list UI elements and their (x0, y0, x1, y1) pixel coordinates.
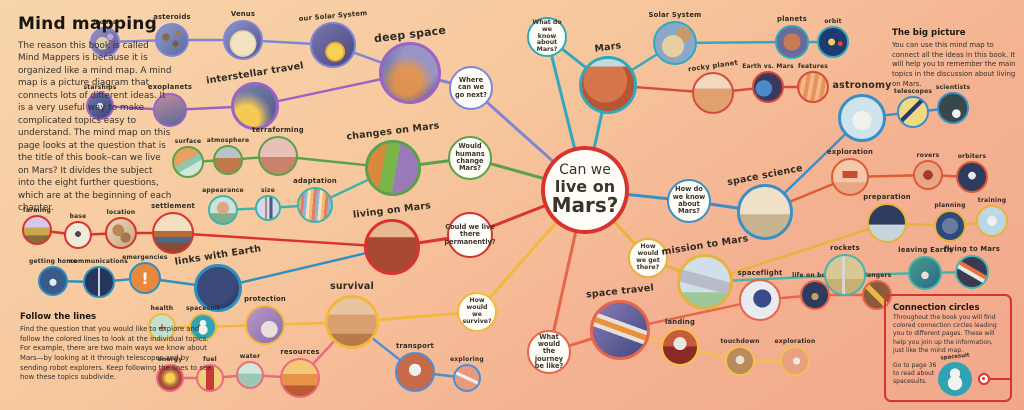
question-circle-q_get: How would we get there? (628, 238, 668, 278)
topic-circle-exoplanets (153, 93, 187, 127)
topic-circle-moons (90, 27, 120, 57)
connection-circles-body: Throughout the book you will find colore… (893, 314, 997, 354)
follow-the-lines-body: Find the question that you would like to… (20, 325, 212, 382)
topic-circle-exploration_b (780, 346, 810, 376)
connection-circles-note: Go to page 36 to read about spacesuits. (893, 362, 937, 385)
topic-circle-features (797, 71, 829, 103)
topic-circle-links (194, 264, 242, 312)
topic-circle-rocky (692, 72, 734, 114)
question-circle-q_where: Where can we go next? (449, 66, 493, 110)
central-question-line3: Mars? (551, 193, 619, 218)
link-living-settlement (172, 231, 393, 249)
topic-circle-space_travel (590, 300, 650, 360)
topic-circle-rovers (913, 160, 943, 190)
topic-circle-transport (395, 352, 435, 392)
big-picture-title: The big picture (892, 28, 966, 38)
topic-circle-training (976, 205, 1008, 237)
connection-circles-box: Connection circles Throughout the book y… (884, 294, 1012, 402)
topic-circle-changes (365, 140, 421, 196)
topic-circle-starships (86, 92, 114, 120)
follow-the-lines-block: Follow the lines Find the question that … (20, 312, 216, 383)
topic-circle-terraforming (258, 136, 298, 176)
topic-circle-our_solar_system (310, 22, 356, 68)
topic-circle-communications (83, 266, 115, 298)
topic-circle-surface (172, 146, 204, 178)
connection-circles-title: Connection circles (893, 302, 980, 312)
topic-circle-orbiters (956, 161, 988, 193)
topic-circle-size (255, 195, 281, 221)
topic-circle-space_science (737, 184, 793, 240)
topic-circle-settlement (152, 212, 194, 254)
topic-circle-asteroids (155, 23, 189, 57)
topic-circle-deep_space (379, 42, 441, 104)
health-glyph-icon: + (157, 320, 167, 334)
big-picture-block: The big picture You can use this mind ma… (892, 28, 1018, 89)
topic-circle-planning (934, 210, 966, 242)
topic-circle-fuel (196, 364, 224, 392)
page-title: Mind mapping (18, 14, 157, 34)
link-mission-preparation (704, 221, 888, 284)
topic-circle-appearance (208, 195, 238, 225)
topic-circle-adaptation (297, 187, 333, 223)
topic-circle-flying_to_mars (955, 255, 989, 289)
topic-circle-water (236, 361, 264, 389)
topic-circle-astronomy (838, 94, 886, 142)
connection-ring-icon (978, 373, 990, 385)
topic-circle-farming (22, 215, 52, 245)
topic-circle-energy (156, 364, 184, 392)
question-circle-q_perm: Could we live there permanently? (444, 212, 496, 258)
topic-circle-leaving_earth (908, 256, 942, 290)
intro-text-block: Mind mapping The reason this book is cal… (18, 14, 172, 215)
topic-circle-mission (677, 254, 733, 310)
question-circle-q_how: How do we know about Mars? (667, 179, 711, 223)
topic-circle-survival (325, 295, 379, 349)
topic-circle-spaceflight (739, 279, 781, 321)
topic-circle-emergencies: ! (129, 262, 161, 294)
topic-circle-getting_home (38, 266, 68, 296)
question-circle-q_change: Would humans change Mars? (448, 136, 492, 180)
topic-circle-mars (579, 56, 637, 114)
topic-circle-life_on_board (800, 280, 830, 310)
central-question-line1: Can we (559, 162, 611, 179)
topic-circle-landing (661, 328, 699, 366)
topic-circle-orbit (817, 26, 849, 58)
emergencies-glyph-icon: ! (141, 268, 149, 288)
topic-circle-earth_vs (752, 71, 784, 103)
topic-circle-protection (245, 305, 285, 345)
topic-circle-atmosphere (213, 145, 243, 175)
topic-circle-base (64, 221, 92, 249)
topic-circle-exploring (453, 364, 481, 392)
spacesuit-connection-circle (938, 362, 972, 396)
topic-circle-preparation (867, 203, 907, 243)
topic-circle-venus (223, 20, 263, 60)
connection-line (990, 378, 1010, 380)
topic-circle-resources (280, 358, 320, 398)
intro-body: The reason this book is called Mind Mapp… (18, 41, 172, 214)
topic-circle-location (105, 217, 137, 249)
question-circle-q_journey: What would the journey be like? (527, 330, 571, 374)
topic-circle-spacesuit (189, 313, 217, 341)
topic-circle-touchdown (725, 346, 755, 376)
topic-circle-planets (775, 25, 809, 59)
topic-circle-living (364, 219, 420, 275)
big-picture-body: You can use this mind map to connect all… (892, 41, 1016, 88)
link-living-links (217, 245, 393, 290)
topic-circle-interstellar (231, 82, 279, 130)
topic-circle-rockets (824, 254, 866, 296)
topic-circle-scientists (937, 92, 969, 124)
topic-circle-telescopes (897, 96, 929, 128)
question-circle-q_survive: How would we survive? (457, 292, 497, 332)
topic-circle-exploration (831, 158, 869, 196)
central-question-line2: live on (554, 177, 616, 197)
question-circle-q_what: What do we know about Mars? (527, 17, 567, 57)
follow-the-lines-title: Follow the lines (20, 312, 97, 322)
topic-circle-solar_system (653, 21, 697, 65)
topic-circle-health: + (148, 313, 176, 341)
